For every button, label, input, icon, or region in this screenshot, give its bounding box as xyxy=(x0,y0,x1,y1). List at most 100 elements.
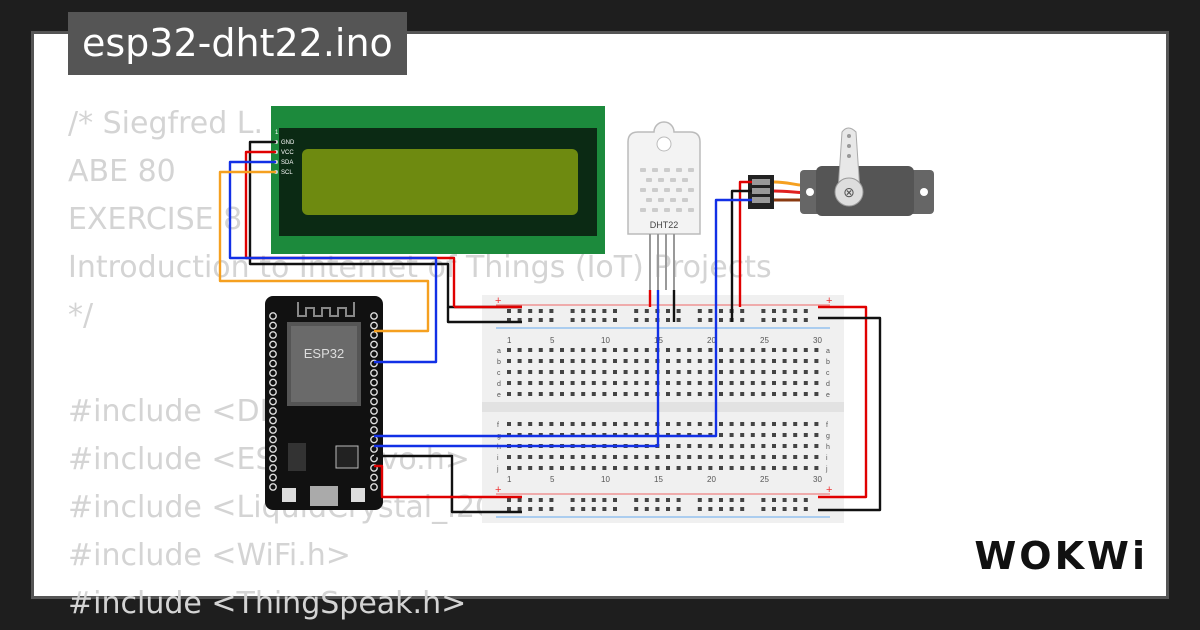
rail-hole xyxy=(666,318,670,322)
servo-connector-pin xyxy=(752,179,770,185)
breadboard-hole xyxy=(507,359,511,363)
breadboard-hole xyxy=(719,348,723,352)
breadboard-hole xyxy=(655,466,660,470)
rail-hole xyxy=(729,498,734,502)
breadboard-hole xyxy=(814,359,819,363)
breadboard-hole xyxy=(549,466,554,470)
rail-hole xyxy=(761,507,766,511)
breadboard-hole xyxy=(772,455,776,459)
col-number: 25 xyxy=(760,475,769,484)
esp32-pin xyxy=(370,473,378,482)
project-title[interactable]: esp32-dht22.ino xyxy=(68,12,407,75)
breadboard-hole xyxy=(581,455,586,459)
rail-hole xyxy=(708,309,713,313)
rail-hole xyxy=(634,318,639,322)
dht22-vent xyxy=(646,198,652,202)
row-letter: j xyxy=(825,466,828,473)
breadboard-hole xyxy=(772,381,776,385)
wire-dht-data xyxy=(374,290,660,448)
breadboard-hole xyxy=(560,392,564,396)
rail-hole xyxy=(549,498,554,502)
breadboard-hole xyxy=(708,348,713,352)
breadboard-hole xyxy=(687,392,692,396)
rail-hole xyxy=(803,318,808,322)
breadboard-hole xyxy=(750,370,755,374)
breadboard-hole xyxy=(719,433,723,437)
breadboard-hole xyxy=(814,370,819,374)
rail-hole xyxy=(517,309,522,313)
breadboard-hole xyxy=(750,433,755,437)
breadboard-hole xyxy=(549,370,554,374)
breadboard-hole xyxy=(507,466,511,470)
breadboard-hole xyxy=(560,466,564,470)
breadboard-hole xyxy=(570,381,575,385)
rail-hole xyxy=(613,318,617,322)
breadboard-hole xyxy=(782,455,787,459)
breadboard-hole xyxy=(772,433,776,437)
lcd-pin-number: 1 xyxy=(275,130,279,136)
breadboard-hole xyxy=(581,370,586,374)
breadboard-hole xyxy=(687,455,692,459)
esp32-pin xyxy=(370,388,378,396)
breadboard-hole xyxy=(793,392,798,396)
rail-hole xyxy=(570,498,575,502)
breadboard-hole xyxy=(719,422,723,426)
row-letter: i xyxy=(497,455,499,462)
esp32-board[interactable]: ESP32 xyxy=(265,296,383,510)
esp32-pin xyxy=(269,407,277,415)
breadboard-hole xyxy=(687,466,692,470)
rail-hole xyxy=(719,318,723,322)
dht22-vent xyxy=(658,198,664,202)
esp32-pin xyxy=(269,312,277,320)
breadboard-hole xyxy=(623,455,628,459)
code-line: */ xyxy=(68,298,94,333)
breadboard-hole xyxy=(708,359,713,363)
rail-hole xyxy=(655,507,660,511)
breadboard-hole xyxy=(581,359,586,363)
col-number: 10 xyxy=(601,475,610,484)
breadboard-hole xyxy=(591,370,596,374)
breadboard-hole xyxy=(761,455,766,459)
plus-label: + xyxy=(826,484,832,496)
breadboard-hole xyxy=(591,381,596,385)
rail-hole xyxy=(602,318,607,322)
breadboard-hole xyxy=(803,422,808,426)
esp32-pin xyxy=(269,378,277,387)
breadboard-hole xyxy=(666,455,670,459)
servo-motor[interactable]: ⊗ xyxy=(748,127,934,216)
breadboard-hole xyxy=(528,381,533,385)
esp32-pin xyxy=(370,312,378,320)
breadboard-hole xyxy=(549,359,554,363)
esp32-pin xyxy=(370,340,378,349)
breadboard-hole xyxy=(634,359,639,363)
rail-hole xyxy=(772,498,776,502)
lcd-screen xyxy=(302,149,578,215)
breadboard-hole xyxy=(697,444,702,448)
breadboard-hole xyxy=(602,466,607,470)
breadboard-hole xyxy=(517,392,522,396)
dht22-sensor[interactable]: DHT22 xyxy=(627,121,701,290)
breadboard-hole xyxy=(676,381,681,385)
breadboard[interactable]: + + + + 1 5 10 15 20 25 30 1 5 10 15 20 … xyxy=(482,295,844,523)
breadboard-hole xyxy=(644,359,649,363)
col-number: 5 xyxy=(550,336,555,345)
breadboard-hole xyxy=(591,455,596,459)
lcd-display[interactable]: 1 GND VCC SDA SCL xyxy=(271,106,605,254)
breadboard-hole xyxy=(644,455,649,459)
breadboard-hole xyxy=(517,466,522,470)
dht22-vent xyxy=(664,208,670,212)
rail-hole xyxy=(782,498,787,502)
esp32-pin xyxy=(269,483,277,491)
esp32-pin xyxy=(370,359,378,368)
breadboard-hole xyxy=(793,348,798,352)
wire-servo-gnd xyxy=(730,189,752,322)
breadboard-hole xyxy=(761,433,766,437)
breadboard-hole xyxy=(676,422,681,426)
dht22-vent xyxy=(670,178,676,182)
breadboard-hole xyxy=(602,381,607,385)
esp32-pin xyxy=(269,369,277,377)
row-letter: g xyxy=(826,433,830,440)
rail-hole xyxy=(740,318,745,322)
esp32-pin xyxy=(269,331,277,339)
col-number: 30 xyxy=(813,336,822,345)
